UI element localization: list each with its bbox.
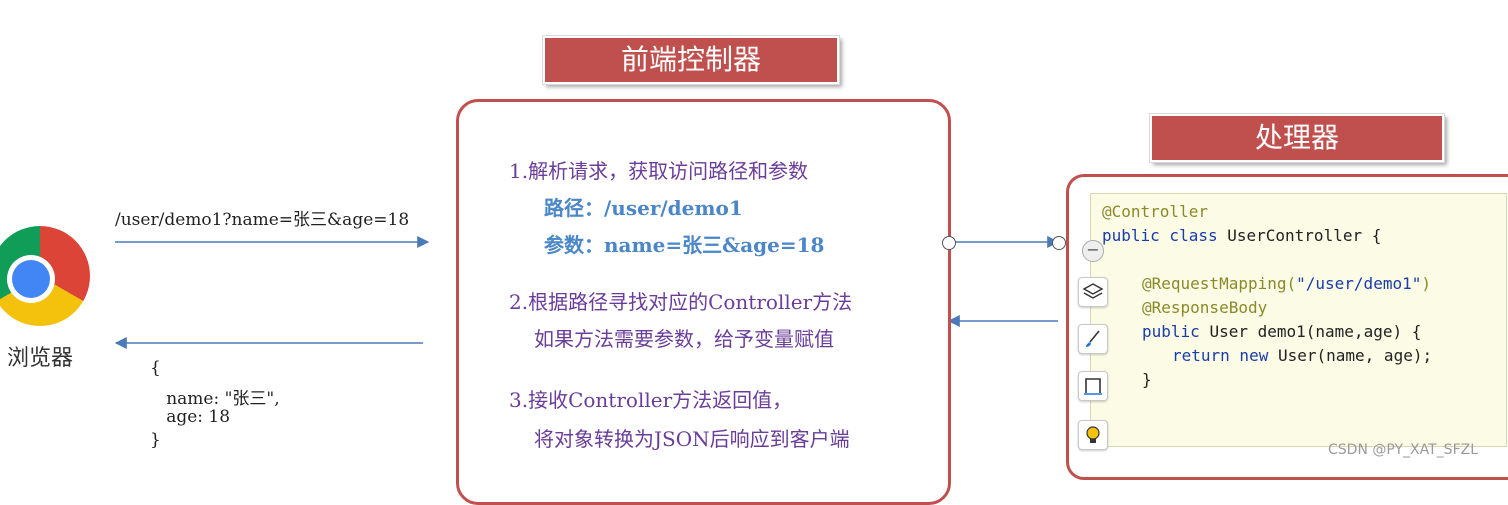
code-method-signature: public User demo1(name,age) { [1142, 322, 1421, 341]
layers-icon[interactable] [1078, 277, 1108, 307]
code-class-declaration: public class UserController { [1102, 226, 1381, 245]
chrome-core [12, 260, 50, 298]
code-annotation-responsebody: @ResponseBody [1142, 298, 1268, 317]
chrome-ring [7, 255, 55, 303]
response-json-line: } [150, 430, 161, 450]
step2-detail: 如果方法需要参数，给予变量赋值 [534, 327, 834, 351]
step3-text: 3.接收Controller方法返回值， [509, 388, 793, 412]
handler-title: 处理器 [1149, 113, 1445, 163]
code-request-mapping: @RequestMapping("/user/demo1") [1142, 274, 1431, 293]
code-closing-brace: } [1142, 370, 1152, 389]
code-return-statement: return new User(name, age); [1172, 346, 1432, 365]
watermark: CSDN @PY_XAT_SFZL [1328, 442, 1479, 458]
response-json-line: name: "张三", [150, 389, 280, 409]
connector-dot [1052, 236, 1066, 250]
code-annotation-controller: @Controller [1102, 202, 1208, 221]
code-string: "/user/demo1" [1296, 274, 1422, 293]
front-controller-title: 前端控制器 [542, 35, 840, 85]
response-json-line: { [150, 358, 161, 378]
connector-dot [942, 236, 956, 250]
code-keyword: public [1142, 322, 1210, 341]
step1-params: 参数：name=张三&age=18 [544, 233, 825, 257]
lightbulb-icon[interactable] [1078, 420, 1108, 450]
browser-label: 浏览器 [7, 346, 74, 371]
chrome-icon [0, 226, 90, 326]
collapse-minus-button[interactable]: − [1082, 240, 1104, 262]
front-controller-box [456, 99, 951, 505]
frame-icon[interactable] [1078, 371, 1108, 401]
code-annotation: @RequestMapping( [1142, 274, 1297, 293]
code-panel [1090, 193, 1507, 447]
code-class-name: UserController { [1227, 226, 1382, 245]
code-annotation-end: ) [1421, 274, 1431, 293]
response-json-line: age: 18 [150, 407, 231, 427]
code-return-value: User(name, age); [1277, 346, 1433, 365]
step1-text: 1.解析请求，获取访问路径和参数 [509, 159, 809, 183]
request-url: /user/demo1?name=张三&age=18 [115, 210, 410, 230]
brush-icon[interactable] [1078, 324, 1108, 354]
step2-text: 2.根据路径寻找对应的Controller方法 [509, 290, 853, 314]
flow-arrows [114, 236, 1060, 349]
code-method-name: User demo1(name,age) { [1209, 322, 1422, 341]
code-keyword: return new [1172, 346, 1278, 365]
code-keyword: public class [1102, 226, 1228, 245]
step1-path: 路径：/user/demo1 [544, 196, 743, 220]
step3-detail: 将对象转换为JSON后响应到客户端 [534, 427, 850, 451]
